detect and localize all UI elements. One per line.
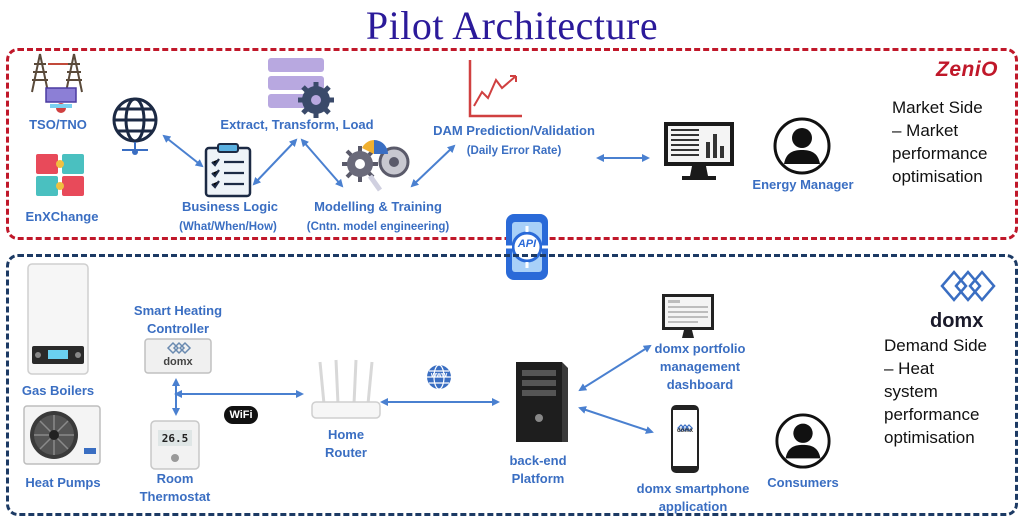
business-logic-sub-label: (What/When/How)	[179, 221, 277, 233]
zenio-logo: ZeniO	[936, 58, 999, 81]
business-logic-label: Business Logic	[181, 199, 279, 214]
demand-side-line: – Heat	[884, 359, 935, 378]
heat-pump-icon	[23, 405, 101, 465]
www-globe-icon	[427, 364, 451, 390]
database-gear-icon	[268, 58, 334, 118]
thermostat-icon	[150, 420, 200, 470]
portfolio-line: domx portfolio	[654, 341, 746, 356]
modelling-label: Modelling & Training	[314, 199, 442, 214]
market-side-line: optimisation	[892, 167, 983, 186]
exchange-puzzle-icon	[36, 154, 84, 196]
home-router-label: Home Router	[306, 426, 386, 462]
dashboard-monitor-icon	[662, 294, 714, 338]
arrow-etl-modelling	[300, 138, 344, 188]
modelling-sub-label: (Cntn. model engineering)	[306, 221, 450, 233]
home-router-line: Home	[327, 427, 365, 442]
etl-label: Extract, Transform, Load	[220, 117, 374, 132]
person-icon	[773, 117, 831, 175]
smartphone-app-line: domx smartphone	[636, 481, 750, 496]
dam-label: DAM Prediction/Validation	[433, 123, 595, 138]
market-side-text: Market Side – Market performance optimis…	[892, 96, 987, 188]
clipboard-checklist-icon	[204, 143, 252, 198]
demand-side-line: system	[884, 382, 938, 401]
arrow-modelling-dam	[410, 144, 456, 188]
gas-boiler-icon	[27, 263, 89, 375]
backend-label: back-end Platform	[486, 452, 590, 488]
thermostat-display: 26.5	[161, 432, 189, 445]
api-label: API	[517, 238, 537, 250]
smartphone-app-line: application	[658, 499, 728, 514]
monitor-icon	[664, 122, 734, 180]
smartphone-app-label: domx smartphone application	[620, 480, 766, 516]
portfolio-line: dashboard	[666, 377, 734, 392]
demand-side-line: optimisation	[884, 428, 975, 447]
market-side-line: performance	[892, 144, 988, 163]
domx-logo-icon	[940, 270, 996, 302]
consumer-person-icon	[775, 413, 831, 469]
smartphone-icon	[671, 405, 699, 473]
consumers-label: Consumers	[767, 475, 839, 490]
market-side-line: Market Side	[892, 98, 983, 117]
page-title: Pilot Architecture	[365, 3, 659, 48]
arrow-backend-phone	[578, 406, 654, 434]
line-chart-icon	[468, 60, 522, 118]
router-icon	[311, 359, 381, 419]
tso-label: TSO/TNO	[29, 117, 87, 132]
demand-side-panel	[6, 254, 1018, 516]
server-icon	[516, 362, 568, 442]
smart-heating-line: Smart Heating	[133, 303, 223, 318]
enxchange-label: EnXChange	[25, 209, 99, 224]
market-side-line: – Market	[892, 121, 959, 140]
controller-device-icon	[144, 338, 212, 374]
home-router-line: Router	[325, 445, 367, 460]
wifi-icon: WiFi	[224, 406, 258, 424]
smart-heating-label: Smart Heating Controller	[118, 302, 238, 338]
portfolio-line: management	[659, 359, 741, 374]
arrow-business-etl	[252, 138, 298, 186]
smart-heating-line: Controller	[146, 321, 210, 336]
power-pylon-icon	[31, 53, 83, 113]
demand-side-line: performance	[884, 405, 980, 424]
heat-pumps-label: Heat Pumps	[25, 475, 101, 490]
gears-pie-icon	[342, 140, 410, 192]
gas-boilers-label: Gas Boilers	[21, 383, 95, 398]
domx-brand: domx	[930, 310, 984, 332]
controller-brand: domx	[163, 356, 193, 368]
phone-brand: domx	[676, 428, 693, 434]
www-label: www	[430, 372, 448, 379]
room-thermostat-line: Room	[156, 471, 194, 486]
room-thermostat-label: Room Thermostat	[130, 470, 220, 506]
demand-side-line: Demand Side	[884, 336, 988, 355]
arrow-globe-business	[162, 134, 204, 168]
backend-line: back-end	[509, 453, 567, 468]
dam-sub-label: (Daily Error Rate)	[466, 145, 562, 157]
demand-side-text: Demand Side – Heat system performance op…	[884, 334, 987, 449]
energy-manager-label: Energy Manager	[752, 177, 854, 192]
room-thermostat-line: Thermostat	[139, 489, 211, 504]
backend-line: Platform	[511, 471, 565, 486]
arrow-backend-dashboard	[578, 344, 652, 392]
globe-icon	[112, 97, 158, 155]
portfolio-label: domx portfolio management dashboard	[630, 340, 770, 394]
